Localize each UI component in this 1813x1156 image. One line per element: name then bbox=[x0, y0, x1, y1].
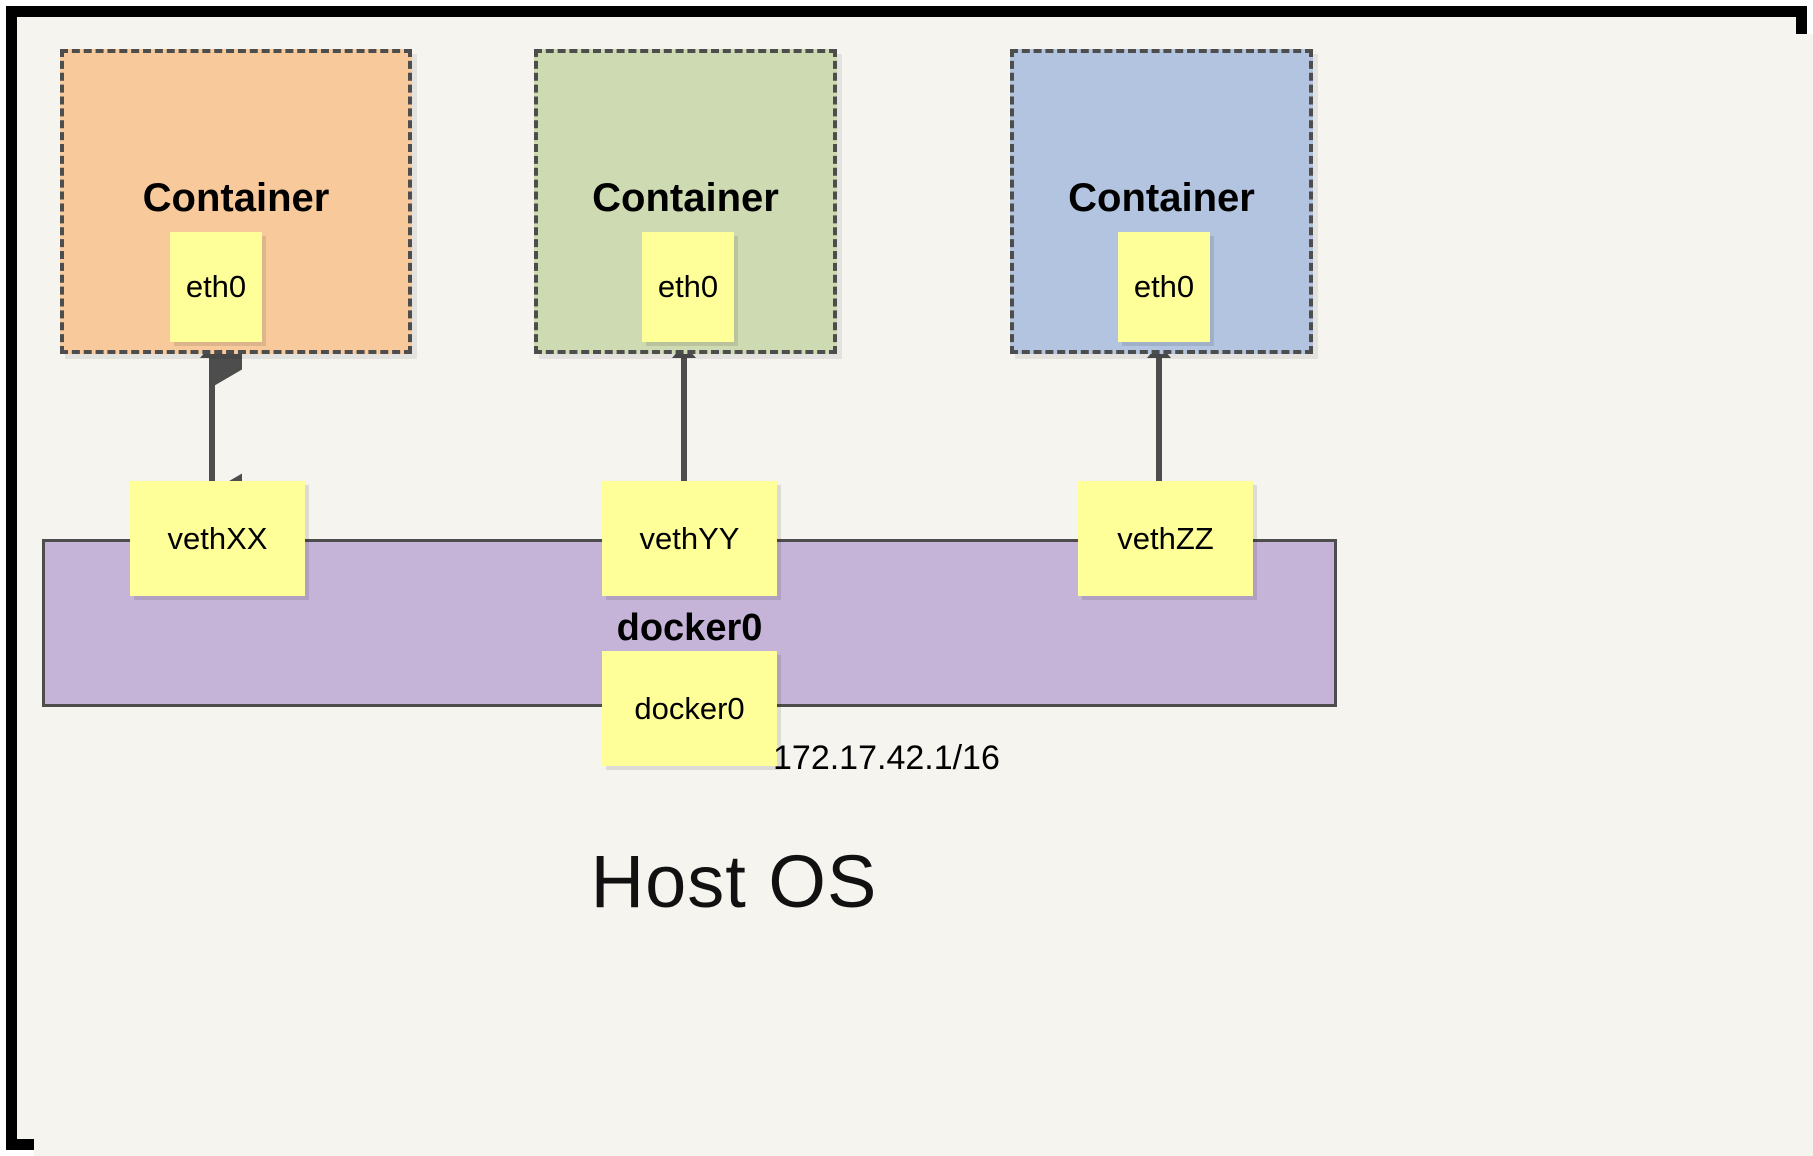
container-title-1: Container bbox=[142, 176, 330, 220]
host-os-label: Host OS bbox=[590, 840, 878, 923]
docker0-ip-label: 172.17.42.1/16 bbox=[773, 739, 1000, 777]
container-title-2: Container bbox=[592, 176, 779, 220]
container-title-3: Container bbox=[1068, 176, 1255, 220]
docker0-interface-label: docker0 bbox=[634, 690, 745, 726]
veth-note-3[interactable]: vethZZ bbox=[1078, 481, 1253, 596]
arrow-container-3-to-veth3 bbox=[1147, 344, 1171, 504]
arrow-container-2-to-veth2 bbox=[672, 344, 696, 504]
docker0-bridge-label: docker0 bbox=[616, 607, 763, 649]
diagram-outer-frame: Container eth0 Container eth0 Container … bbox=[6, 6, 1813, 1156]
veth-label-1: vethXX bbox=[167, 520, 268, 556]
container-eth0-note-2[interactable]: eth0 bbox=[642, 232, 734, 342]
host-os-region: Container eth0 Container eth0 Container … bbox=[34, 34, 1813, 1156]
container-eth0-note-3[interactable]: eth0 bbox=[1118, 232, 1210, 342]
veth-note-2[interactable]: vethYY bbox=[602, 481, 777, 596]
container-eth0-label-3: eth0 bbox=[1133, 269, 1195, 304]
arrow-container-1-to-veth1 bbox=[200, 344, 242, 504]
veth-note-1[interactable]: vethXX bbox=[130, 481, 305, 596]
docker0-interface-note[interactable]: docker0 bbox=[602, 651, 777, 766]
container-eth0-note-1[interactable]: eth0 bbox=[170, 232, 262, 342]
veth-label-2: vethYY bbox=[639, 520, 740, 556]
container-eth0-label-1: eth0 bbox=[185, 269, 247, 304]
veth-label-3: vethZZ bbox=[1117, 520, 1214, 556]
container-eth0-label-2: eth0 bbox=[657, 269, 719, 304]
